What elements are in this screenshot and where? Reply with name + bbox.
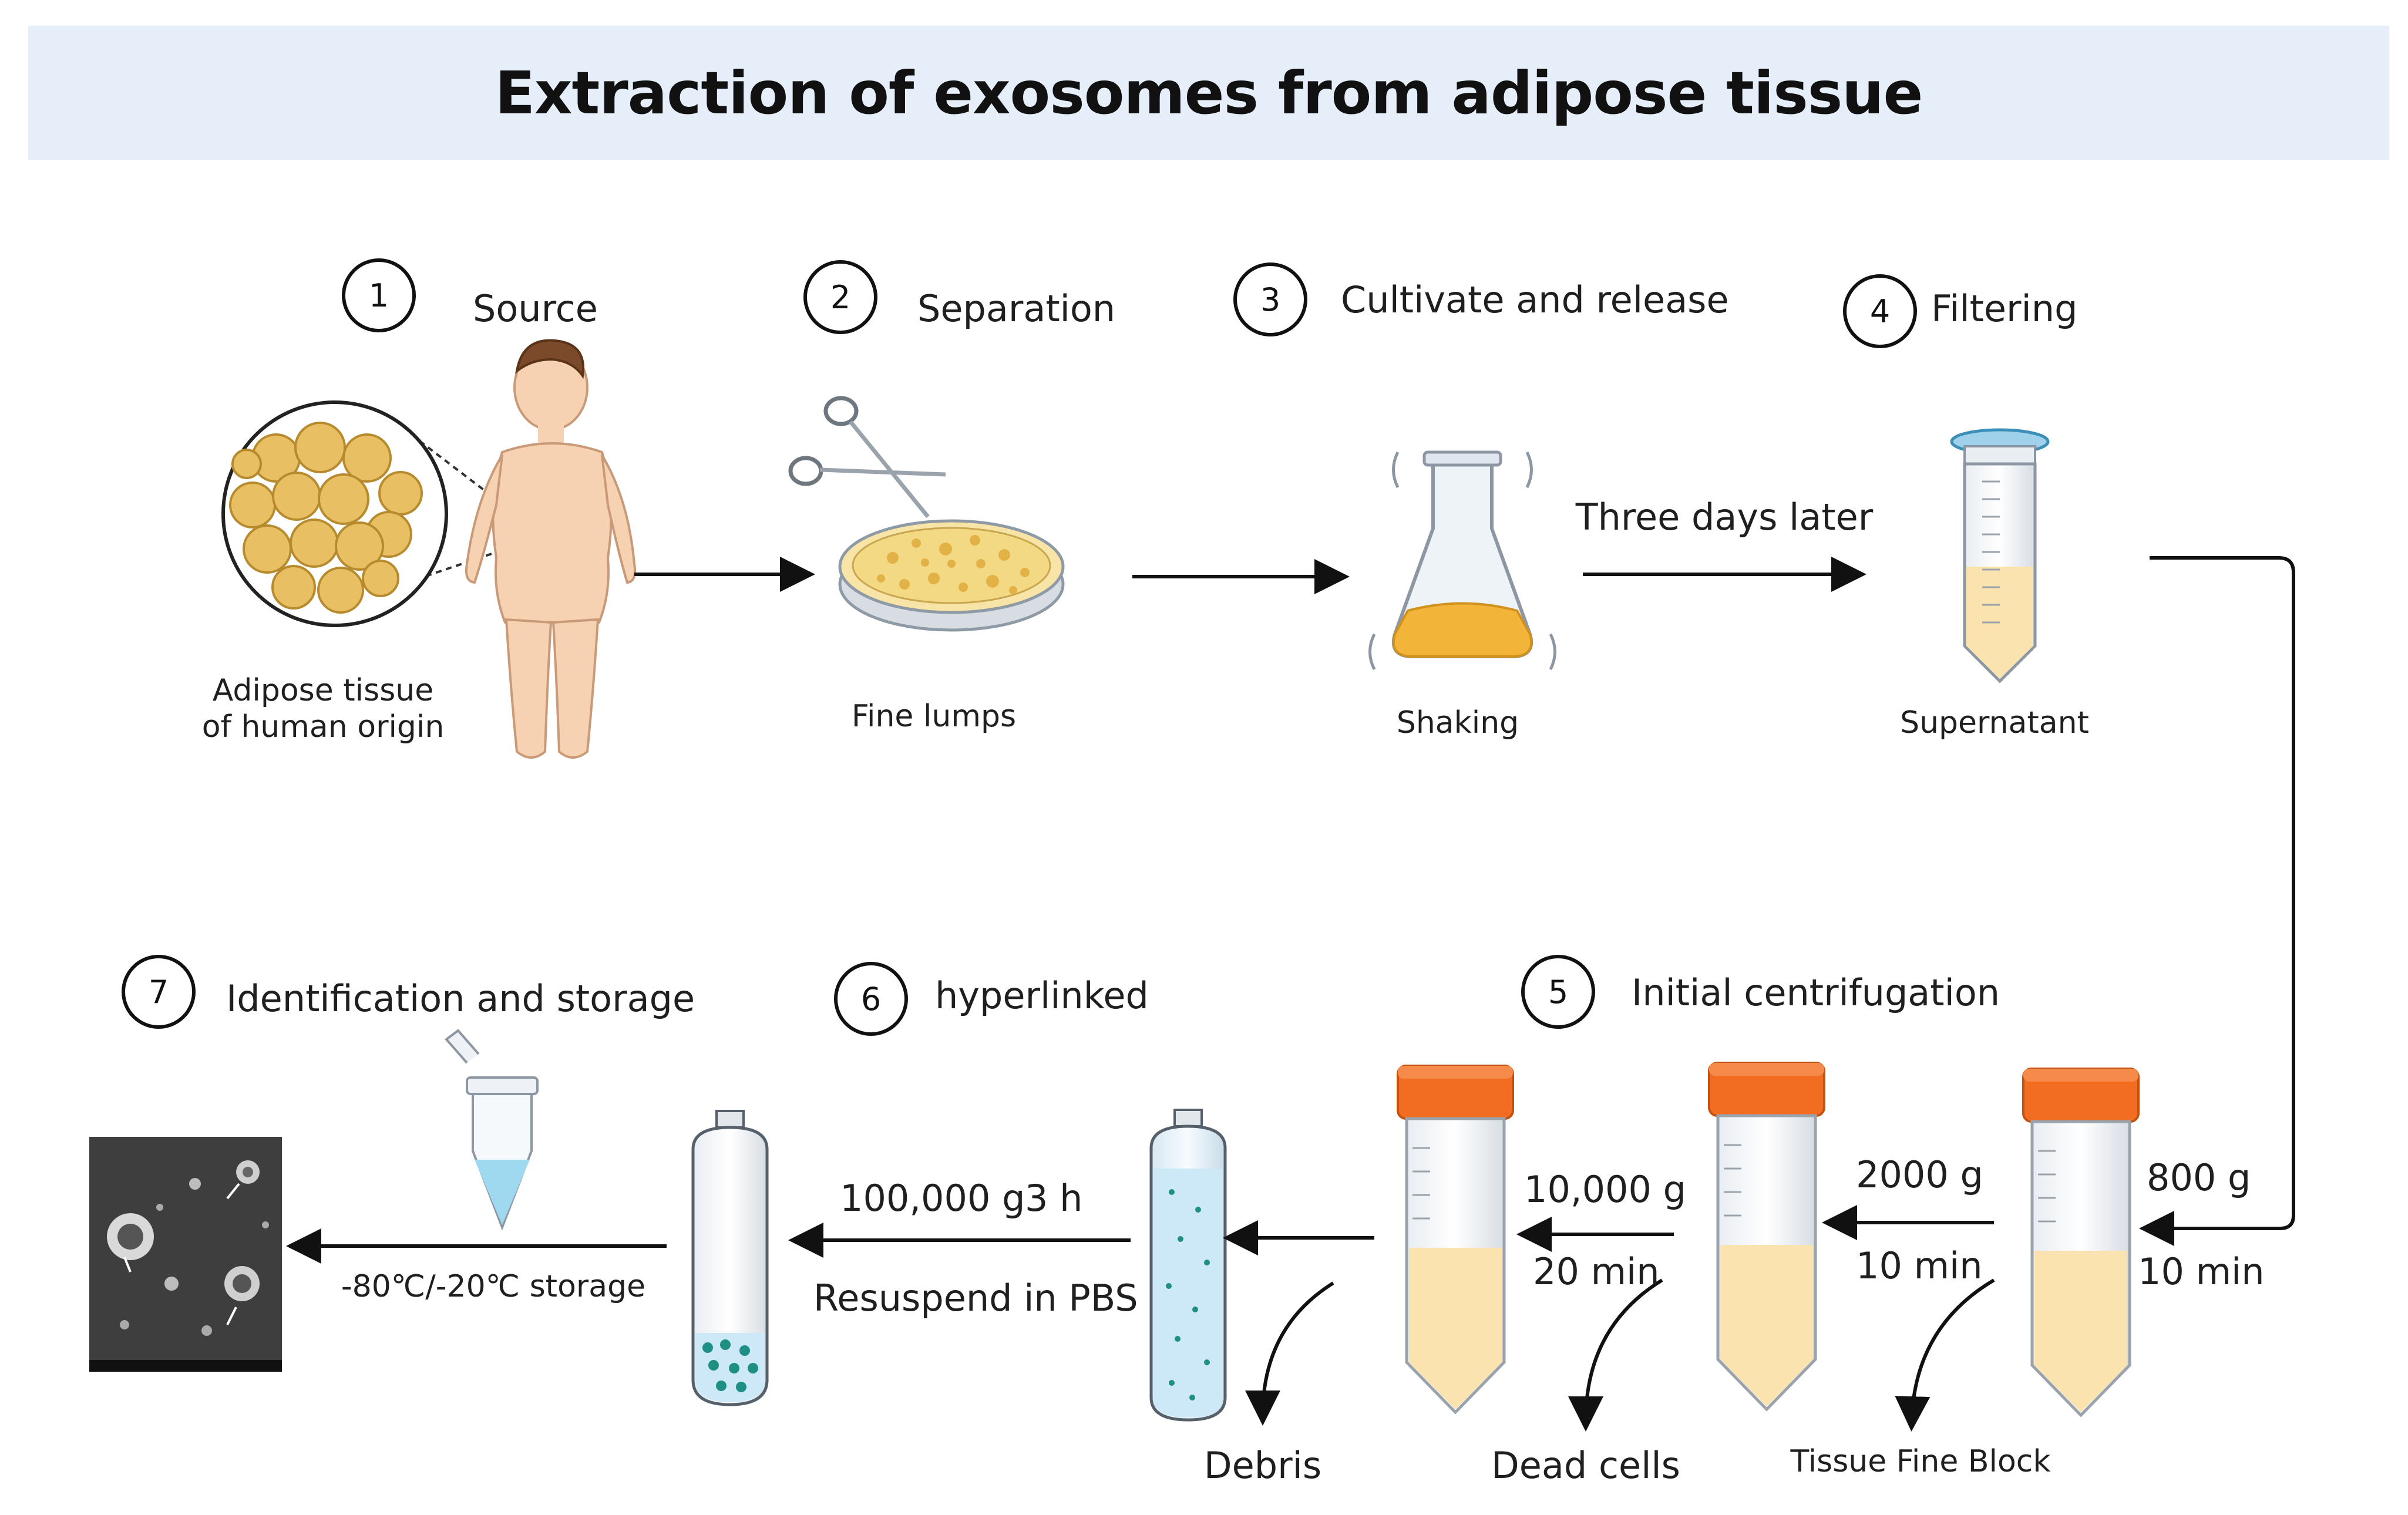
- step-2-label: Separation: [917, 287, 1116, 330]
- caption-adipose-line1: Adipose tissue: [212, 673, 434, 708]
- title-banner: Extraction of exosomes from adipose tiss…: [28, 26, 2389, 160]
- centrifuge-tube-1: [2022, 1068, 2140, 1418]
- c1-speed: 800 g: [2147, 1156, 2251, 1199]
- caption-tissue-fine-block: Tissue Fine Block: [1790, 1444, 2051, 1479]
- step-1-label: Source: [473, 287, 598, 330]
- step-6-number: 6: [834, 962, 908, 1036]
- step-3-number: 3: [1233, 262, 1307, 336]
- tube-graduations: [1412, 1144, 2056, 1223]
- caption-debris: Debris: [1203, 1444, 1322, 1487]
- adipose-tissue-magnifier: [221, 400, 536, 627]
- centrifuge-tube-2: [1708, 1062, 1825, 1412]
- step-6-label: hyperlinked: [935, 974, 1149, 1017]
- step-5-number: 5: [1521, 955, 1595, 1029]
- step-5-label: Initial centrifugation: [1632, 971, 2000, 1014]
- step-7-label: Identification and storage: [226, 977, 695, 1020]
- filter-tube-icon: [1950, 428, 2050, 684]
- scissors-icon: [788, 396, 946, 519]
- caption-three-days-later: Three days later: [1575, 496, 1874, 538]
- row1-arrows: [634, 556, 2295, 1246]
- caption-supernatant: Supernatant: [1900, 705, 2089, 740]
- shaking-flask-icon: [1368, 450, 1556, 671]
- c2-speed: 2000 g: [1856, 1153, 1983, 1196]
- ultracentrifuge-bottle-2: [691, 1110, 769, 1406]
- caption-adipose-line2: of human origin: [201, 709, 445, 745]
- step-2-number: 2: [803, 260, 877, 334]
- c1-time: 10 min: [2138, 1250, 2265, 1293]
- caption-storage: -80℃/-20℃ storage: [341, 1269, 646, 1304]
- c3-speed: 10,000 g: [1524, 1168, 1687, 1211]
- c3-time: 20 min: [1533, 1250, 1660, 1293]
- c2-time: 10 min: [1856, 1244, 1983, 1287]
- step-3-label: Cultivate and release: [1341, 278, 1729, 321]
- caption-fine-lumps: Fine lumps: [851, 699, 1017, 734]
- caption-dead-cells: Dead cells: [1491, 1444, 1680, 1487]
- step-4-number: 4: [1843, 274, 1917, 348]
- tem-micrograph-image: [89, 1137, 282, 1372]
- c4-speed: 100,000 g: [840, 1177, 1025, 1220]
- c4-time: 3 h: [1025, 1177, 1083, 1220]
- ultracentrifuge-bottle-1: [1149, 1109, 1227, 1422]
- petri-dish-icon: [838, 519, 1065, 632]
- page-title: Extraction of exosomes from adipose tiss…: [495, 58, 1923, 127]
- row2-arrows: [286, 1205, 1995, 1432]
- step-7-number: 7: [122, 955, 196, 1029]
- caption-shaking: Shaking: [1396, 705, 1519, 740]
- human-figure-icon: [465, 339, 637, 759]
- centrifuge-tube-3: [1397, 1065, 1514, 1415]
- step-4-label: Filtering: [1931, 287, 2078, 330]
- caption-resuspend-pbs: Resuspend in PBS: [813, 1277, 1138, 1319]
- step-1-number: 1: [342, 258, 416, 332]
- storage-microtube-icon: [445, 1029, 539, 1231]
